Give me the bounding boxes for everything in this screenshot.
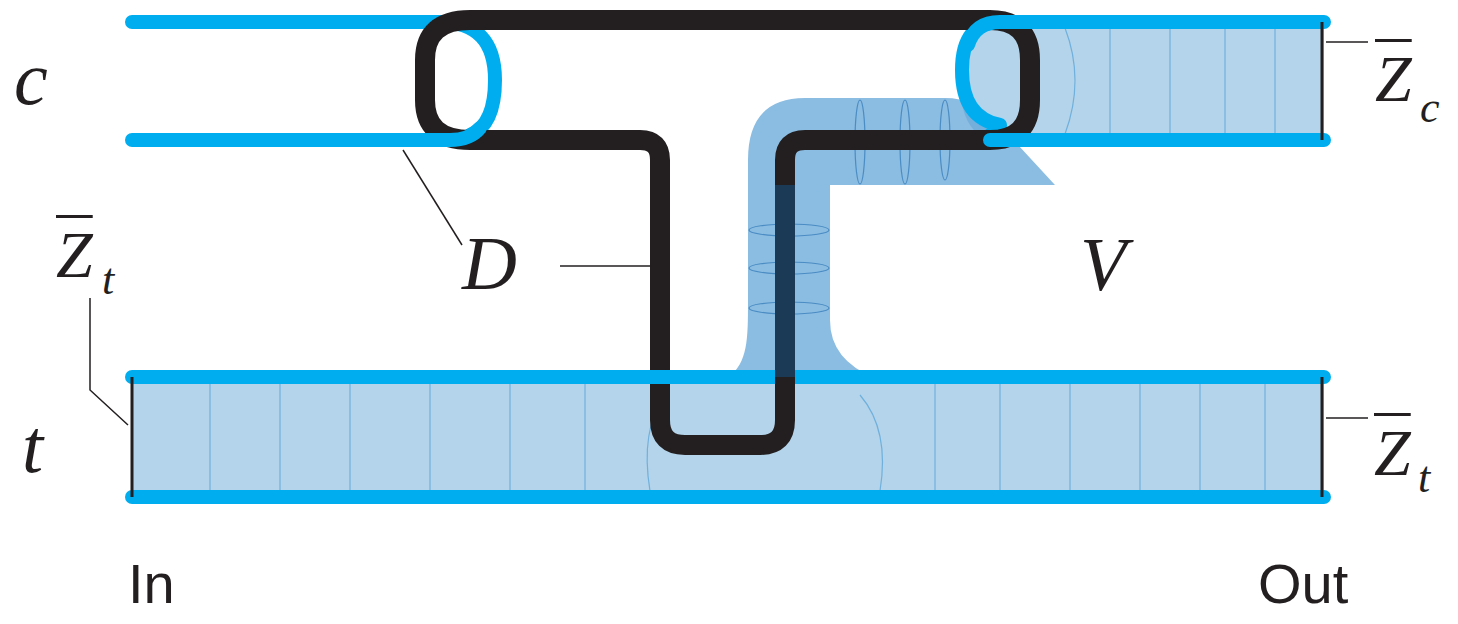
tube-crossings (410, 22, 1045, 377)
tube-lines (132, 22, 1324, 497)
end-label: In (128, 556, 175, 612)
boundary-subscript: c (1420, 86, 1440, 130)
leader-lines (90, 42, 1368, 425)
curve-in-band (775, 185, 795, 377)
boundary-caps (132, 22, 1322, 497)
part-label: V (1080, 226, 1126, 302)
boundary-label: Z (1375, 46, 1412, 112)
end-label: Out (1258, 556, 1348, 612)
curve-D (425, 20, 1030, 445)
level-lines (210, 28, 1275, 491)
part-label: D (462, 225, 517, 301)
boundary-subscript: t (102, 258, 114, 302)
boundary-label: Z (1374, 420, 1411, 486)
component-label: c (14, 40, 48, 116)
boundary-subscript: t (1418, 456, 1430, 500)
boundary-label: Z (56, 222, 93, 288)
component-label: t (22, 408, 43, 484)
